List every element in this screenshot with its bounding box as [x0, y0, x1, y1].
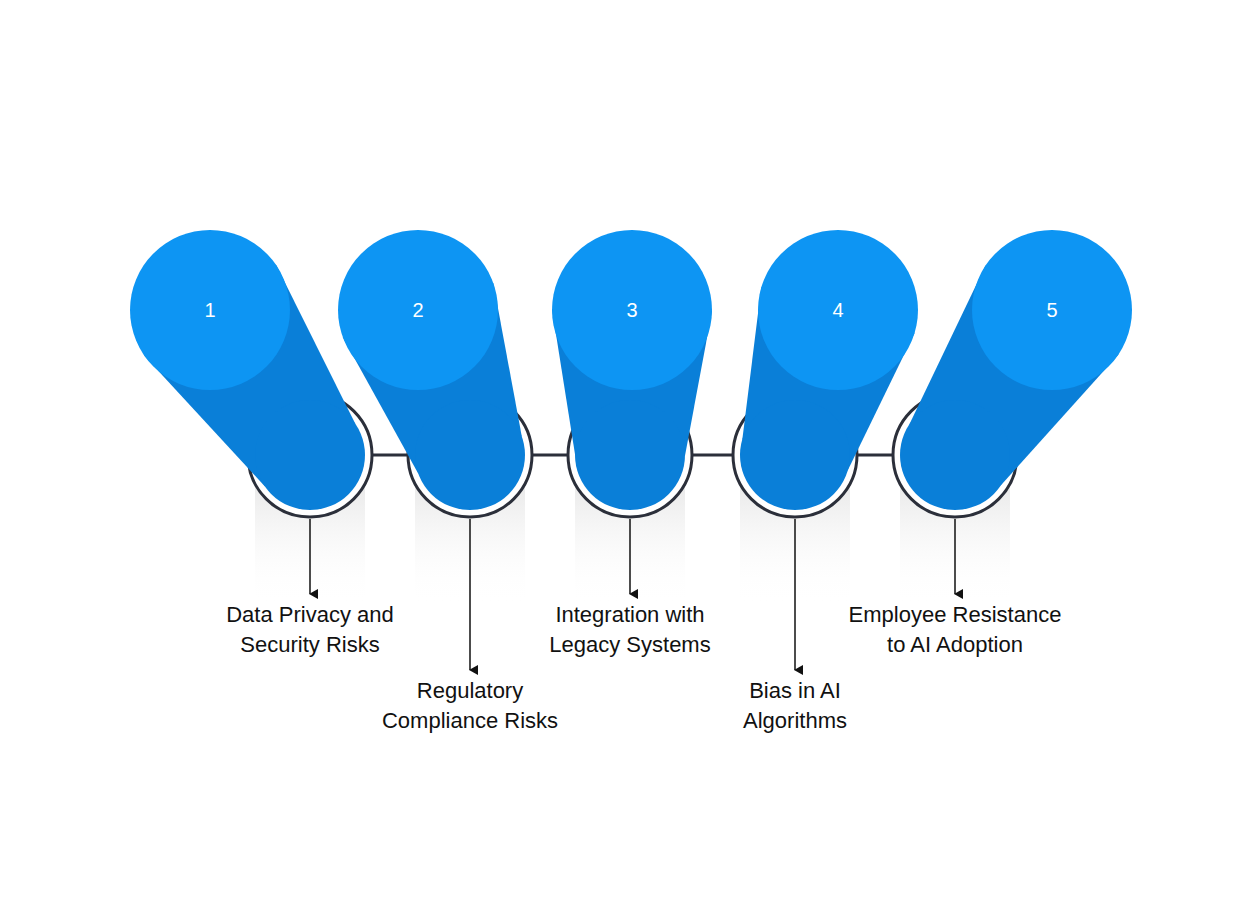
connector-line: [692, 454, 733, 457]
cylinder-top: [338, 230, 498, 390]
cylinder-end: [575, 400, 685, 510]
leader-arrow: [794, 519, 796, 670]
step-label: Bias in AI Algorithms: [715, 676, 875, 736]
leader-arrow: [629, 519, 631, 594]
connector-line: [372, 454, 408, 457]
cylinder-end: [740, 400, 850, 510]
step-number: 2: [338, 230, 498, 390]
cylinder-top: [130, 230, 290, 390]
step-number: 5: [972, 230, 1132, 390]
leader-arrow: [469, 519, 471, 670]
leader-arrow: [309, 519, 311, 594]
cylinder-node: 1Data Privacy and Security Risks: [130, 230, 290, 390]
cylinder-end: [255, 400, 365, 510]
cylinder-end: [415, 400, 525, 510]
cylinder-node: 5Employee Resistance to AI Adoption: [972, 230, 1132, 390]
step-number: 4: [758, 230, 918, 390]
cylinder-node: 4Bias in AI Algorithms: [758, 230, 918, 390]
step-label: Integration with Legacy Systems: [525, 600, 735, 660]
connector-line: [857, 454, 893, 457]
step-label: Employee Resistance to AI Adoption: [841, 600, 1069, 660]
cylinder-top: [972, 230, 1132, 390]
connector-line: [532, 454, 568, 457]
cylinder-node: 2Regulatory Compliance Risks: [338, 230, 498, 390]
cylinder-top: [552, 230, 712, 390]
leader-arrow: [954, 519, 956, 594]
step-label: Data Privacy and Security Risks: [205, 600, 415, 660]
cylinder-end: [900, 400, 1010, 510]
step-label: Regulatory Compliance Risks: [365, 676, 575, 736]
cylinder-top: [758, 230, 918, 390]
step-number: 1: [130, 230, 290, 390]
step-number: 3: [552, 230, 712, 390]
cylinder-node: 3Integration with Legacy Systems: [552, 230, 712, 390]
